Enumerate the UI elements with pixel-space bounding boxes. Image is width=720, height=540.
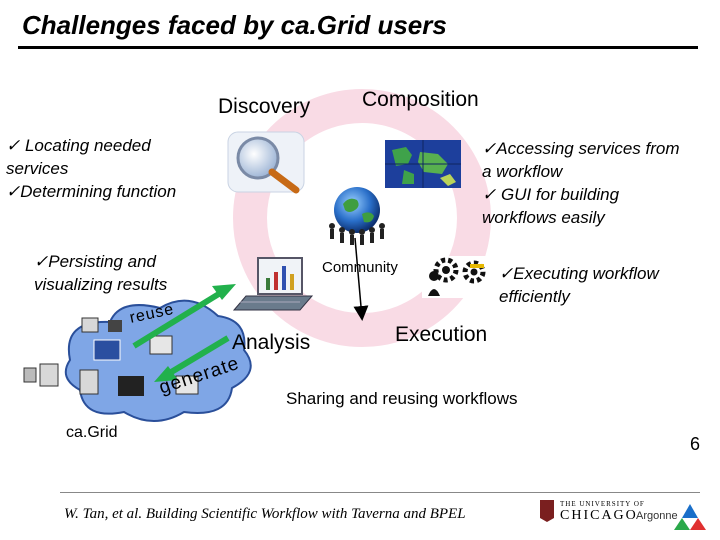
gears-person-icon: [422, 256, 494, 298]
bullet-text: ✓ GUI for building: [482, 185, 620, 204]
label-cagrid: ca.Grid: [66, 424, 118, 441]
argonne-logo-icon: [674, 504, 706, 530]
label-discovery: Discovery: [218, 95, 311, 118]
label-community: Community: [322, 259, 398, 276]
bullets-composition: ✓Accessing services from a workflow ✓ GU…: [482, 137, 680, 229]
label-execution: Execution: [395, 323, 488, 346]
footer-citation: W. Tan, et al. Building Scientific Workf…: [64, 506, 466, 522]
magnifier-icon: [227, 131, 305, 194]
label-analysis: Analysis: [232, 331, 311, 354]
reuse-arrow-head: [212, 284, 236, 300]
bullet-text: ✓ Locating needed: [6, 136, 151, 155]
server-icons: [23, 317, 122, 387]
label-composition: Composition: [362, 88, 479, 111]
bullet-text: ✓Executing workflow: [499, 264, 659, 283]
bullets-execution: ✓Executing workflow efficiently: [499, 262, 659, 308]
university-name: CHICAGO: [560, 508, 638, 523]
footer-divider: [60, 492, 700, 493]
bullet-text: ✓Accessing services from: [482, 139, 680, 158]
bullet-text: ✓Determining function: [6, 182, 177, 201]
community-globe-icon: [329, 187, 385, 245]
generate-arrow-head: [154, 366, 178, 382]
bullet-text: efficiently: [499, 287, 570, 306]
university-name-small: THE UNIVERSITY OF: [560, 500, 645, 508]
bullet-text: ✓Persisting and: [34, 252, 156, 271]
page-number: 6: [690, 434, 701, 454]
sharing-caption: Sharing and reusing workflows: [286, 389, 518, 408]
university-seal-icon: [540, 500, 554, 522]
bullet-text: workflows easily: [482, 208, 605, 227]
bullets-discovery: ✓ Locating needed services ✓Determining …: [6, 134, 176, 203]
bullet-text: services: [6, 159, 69, 178]
reuse-arrow: [132, 289, 224, 349]
bullet-text: a workflow: [482, 162, 563, 181]
bullet-text: visualizing results: [34, 275, 168, 294]
slide-title: Challenges faced by ca.Grid users: [22, 10, 447, 40]
title-underline: [18, 46, 698, 49]
cycle-ring: [233, 89, 491, 347]
laptop-chart-icon: [232, 257, 314, 311]
community-line: [353, 237, 369, 321]
puzzle-map-icon: [385, 140, 461, 188]
bullets-analysis: ✓Persisting and visualizing results: [34, 250, 167, 296]
generate-arrow: [166, 335, 230, 377]
argonne-name: Argonne: [636, 510, 678, 522]
